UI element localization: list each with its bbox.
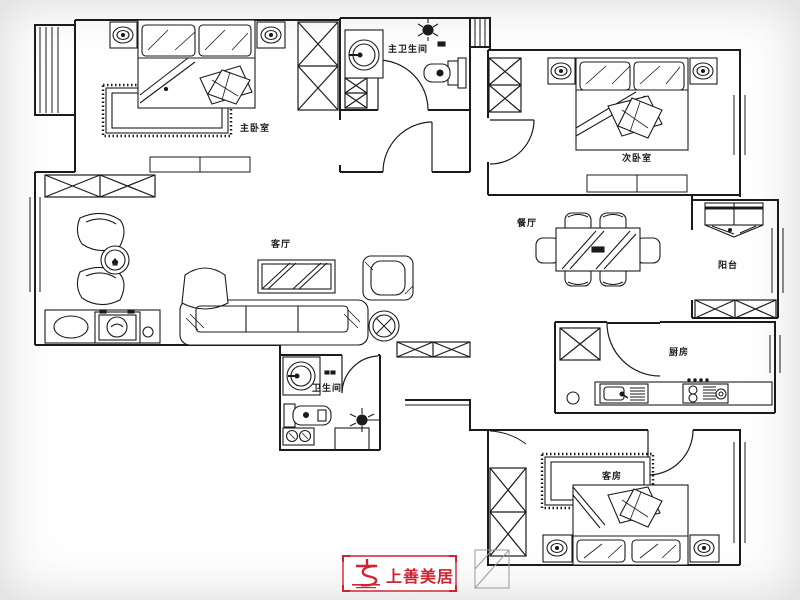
logo-subtext-2: [356, 587, 376, 589]
logo-subtext: [352, 584, 380, 586]
label-master-bathroom: 主卫生间: [388, 43, 428, 54]
wardrobe-cabinets: [44, 21, 777, 557]
label-living-room: 客厅: [270, 238, 291, 249]
doors: [341, 59, 694, 476]
guest-room-furniture: [540, 452, 720, 566]
brand-name: 上善美居: [386, 567, 454, 586]
master-bedroom-furniture: [101, 19, 286, 138]
master-bathroom-fixtures: [344, 19, 467, 89]
kitchen-fixtures: [566, 378, 773, 406]
windows: [29, 19, 784, 543]
hatch-box: [474, 549, 510, 589]
balcony-cabinet: [704, 202, 764, 238]
svg-text:♠: ♠: [112, 256, 118, 268]
dining-room-furniture: [535, 212, 661, 287]
logo-frame: [342, 555, 457, 592]
brand-logo: 上善美居: [342, 555, 457, 592]
living-room-furniture: ♠: [44, 212, 414, 346]
bathroom-fixtures: [282, 356, 380, 451]
label-kitchen: 厨房: [669, 346, 689, 357]
logo-frame-corners: [342, 555, 457, 592]
second-bedroom-furniture: [547, 57, 718, 151]
label-second-bedroom: 次卧室: [622, 152, 652, 163]
label-guest-room: 客房: [601, 470, 622, 481]
label-dining-room: 餐厅: [516, 217, 537, 228]
label-bathroom: 卫生间: [312, 382, 342, 393]
label-master-bedroom: 主卧室: [240, 122, 270, 133]
label-balcony: 阳台: [718, 259, 738, 270]
